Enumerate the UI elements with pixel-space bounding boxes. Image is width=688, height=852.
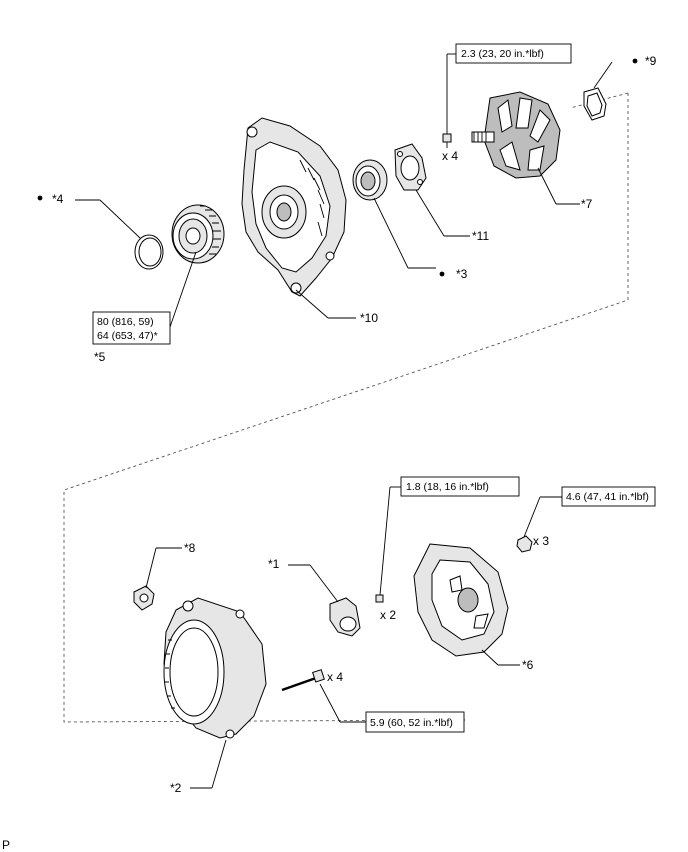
rear-end-cover-part <box>413 543 509 657</box>
label-part-10: *10 <box>360 311 378 325</box>
label-part-4: *4 <box>52 192 64 206</box>
leader-lines <box>75 53 613 789</box>
qty-through-bolt: x 4 <box>327 670 343 684</box>
torque-box-rotor-screw: 2.3 (23, 20 in.*lbf) <box>455 43 572 64</box>
pulley-part <box>171 204 225 264</box>
bearing-retainer-part <box>394 143 427 191</box>
label-part-8: *8 <box>184 541 196 555</box>
brush-screw-part <box>375 594 384 603</box>
torque-box-cover-nut: 4.6 (47, 41 in.*lbf) <box>561 486 656 507</box>
rectifier-end-frame-part <box>163 597 267 739</box>
snap-ring-part <box>134 234 164 270</box>
label-part-1: *1 <box>268 557 280 571</box>
corner-mark: P <box>2 838 10 852</box>
rotor-part <box>471 91 561 179</box>
through-bolt-part <box>281 669 325 692</box>
torque-brush-screw: 1.8 (18, 16 in.*lbf) <box>406 481 489 493</box>
label-part-9: *9 <box>645 54 657 68</box>
label-part-7: *7 <box>581 197 593 211</box>
terminal-insulator-part <box>133 585 155 611</box>
torque-cover-nut: 4.6 (47, 41 in.*lbf) <box>566 491 649 503</box>
torque-box-pulley: 80 (816, 59) 64 (653, 47)* <box>92 311 171 345</box>
label-part-3: *3 <box>456 267 468 281</box>
cover-nut-part <box>516 535 533 553</box>
torque-box-through-bolt: 5.9 (60, 52 in.*lbf) <box>365 711 465 733</box>
seal-ring-part <box>583 87 607 121</box>
qty-cover-nut: x 3 <box>533 534 549 548</box>
torque-through-bolt: 5.9 (60, 52 in.*lbf) <box>370 717 453 729</box>
label-part-5: *5 <box>94 350 106 364</box>
bullet-markers <box>37 58 638 277</box>
qty-brush-screw: x 2 <box>380 608 396 622</box>
torque-pulley-b: 64 (653, 47)* <box>97 330 158 342</box>
torque-box-brush-screw: 1.8 (18, 16 in.*lbf) <box>400 476 520 497</box>
brush-holder-part <box>329 597 361 637</box>
rotor-screw-part <box>442 133 452 148</box>
label-part-11: *11 <box>472 229 489 243</box>
torque-pulley-a: 80 (816, 59) <box>97 316 154 328</box>
bearing-part <box>352 159 388 201</box>
label-part-2: *2 <box>170 781 182 795</box>
assembly-alignment-dashed-line <box>63 93 629 723</box>
drive-end-frame-part <box>241 117 347 297</box>
qty-rotor-screw: x 4 <box>442 149 458 163</box>
torque-rotor-screw: 2.3 (23, 20 in.*lbf) <box>461 48 544 60</box>
label-part-6: *6 <box>522 658 534 672</box>
